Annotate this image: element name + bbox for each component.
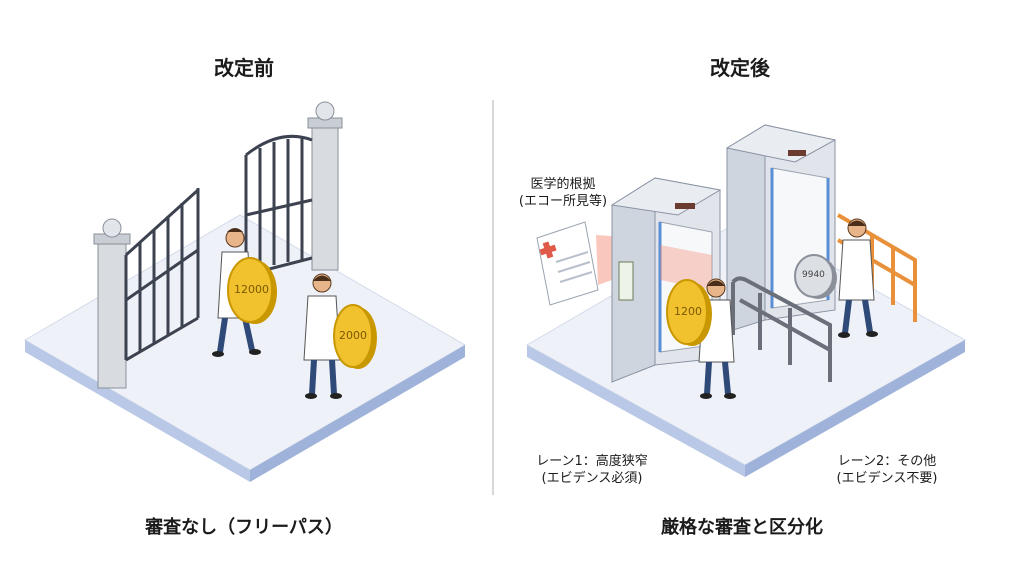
lane2-label-line2: (エビデンス不要) [836, 471, 938, 486]
coin-label-9940: 9940 [802, 270, 825, 280]
evidence-label: 医学的根拠 (エコー所見等) [519, 176, 607, 210]
turnstile-barrier [731, 276, 832, 382]
doctor-lane-2 [838, 218, 878, 338]
right-platform-edge-left [527, 345, 745, 477]
lane2-label: レーン2：その他 (エビデンス不要) [837, 453, 938, 487]
right-illustration [525, 124, 967, 477]
left-platform-edge-right [250, 345, 465, 482]
right-gate-leaf [244, 134, 313, 277]
coin-1200 [666, 279, 712, 346]
before-title: 改定前 [214, 56, 274, 80]
coin-label-1200: 1200 [674, 305, 702, 318]
left-gate-pillar [93, 218, 131, 389]
evidence-label-line2: (エコー所見等) [518, 194, 608, 209]
lane1-label-line2: (エビデンス必須) [541, 471, 643, 486]
right-platform-edge-right [745, 340, 965, 477]
left-platform-edge-left [25, 340, 250, 482]
coin-label-2000: 2000 [339, 329, 367, 342]
lane1-label: レーン1：高度狭窄 (エビデンス必須) [536, 453, 648, 487]
left-gate-leaf [124, 188, 200, 362]
before-caption: 審査なし（フリーパス） [145, 517, 343, 538]
lane1-label-line1: レーン1：高度狭窄 [536, 454, 648, 469]
lane2-label-line1: レーン2：その他 [837, 454, 937, 469]
right-gate-pillar [307, 101, 343, 271]
medical-document [536, 221, 599, 306]
coin-2000 [333, 304, 377, 369]
left-illustration [24, 101, 466, 482]
after-caption: 厳格な審査と区分化 [661, 517, 823, 538]
coin-12000 [227, 257, 277, 324]
after-title: 改定後 [710, 56, 770, 80]
coin-9940 [794, 254, 837, 299]
evidence-label-line1: 医学的根拠 [530, 177, 596, 192]
coin-label-12000: 12000 [234, 283, 269, 296]
